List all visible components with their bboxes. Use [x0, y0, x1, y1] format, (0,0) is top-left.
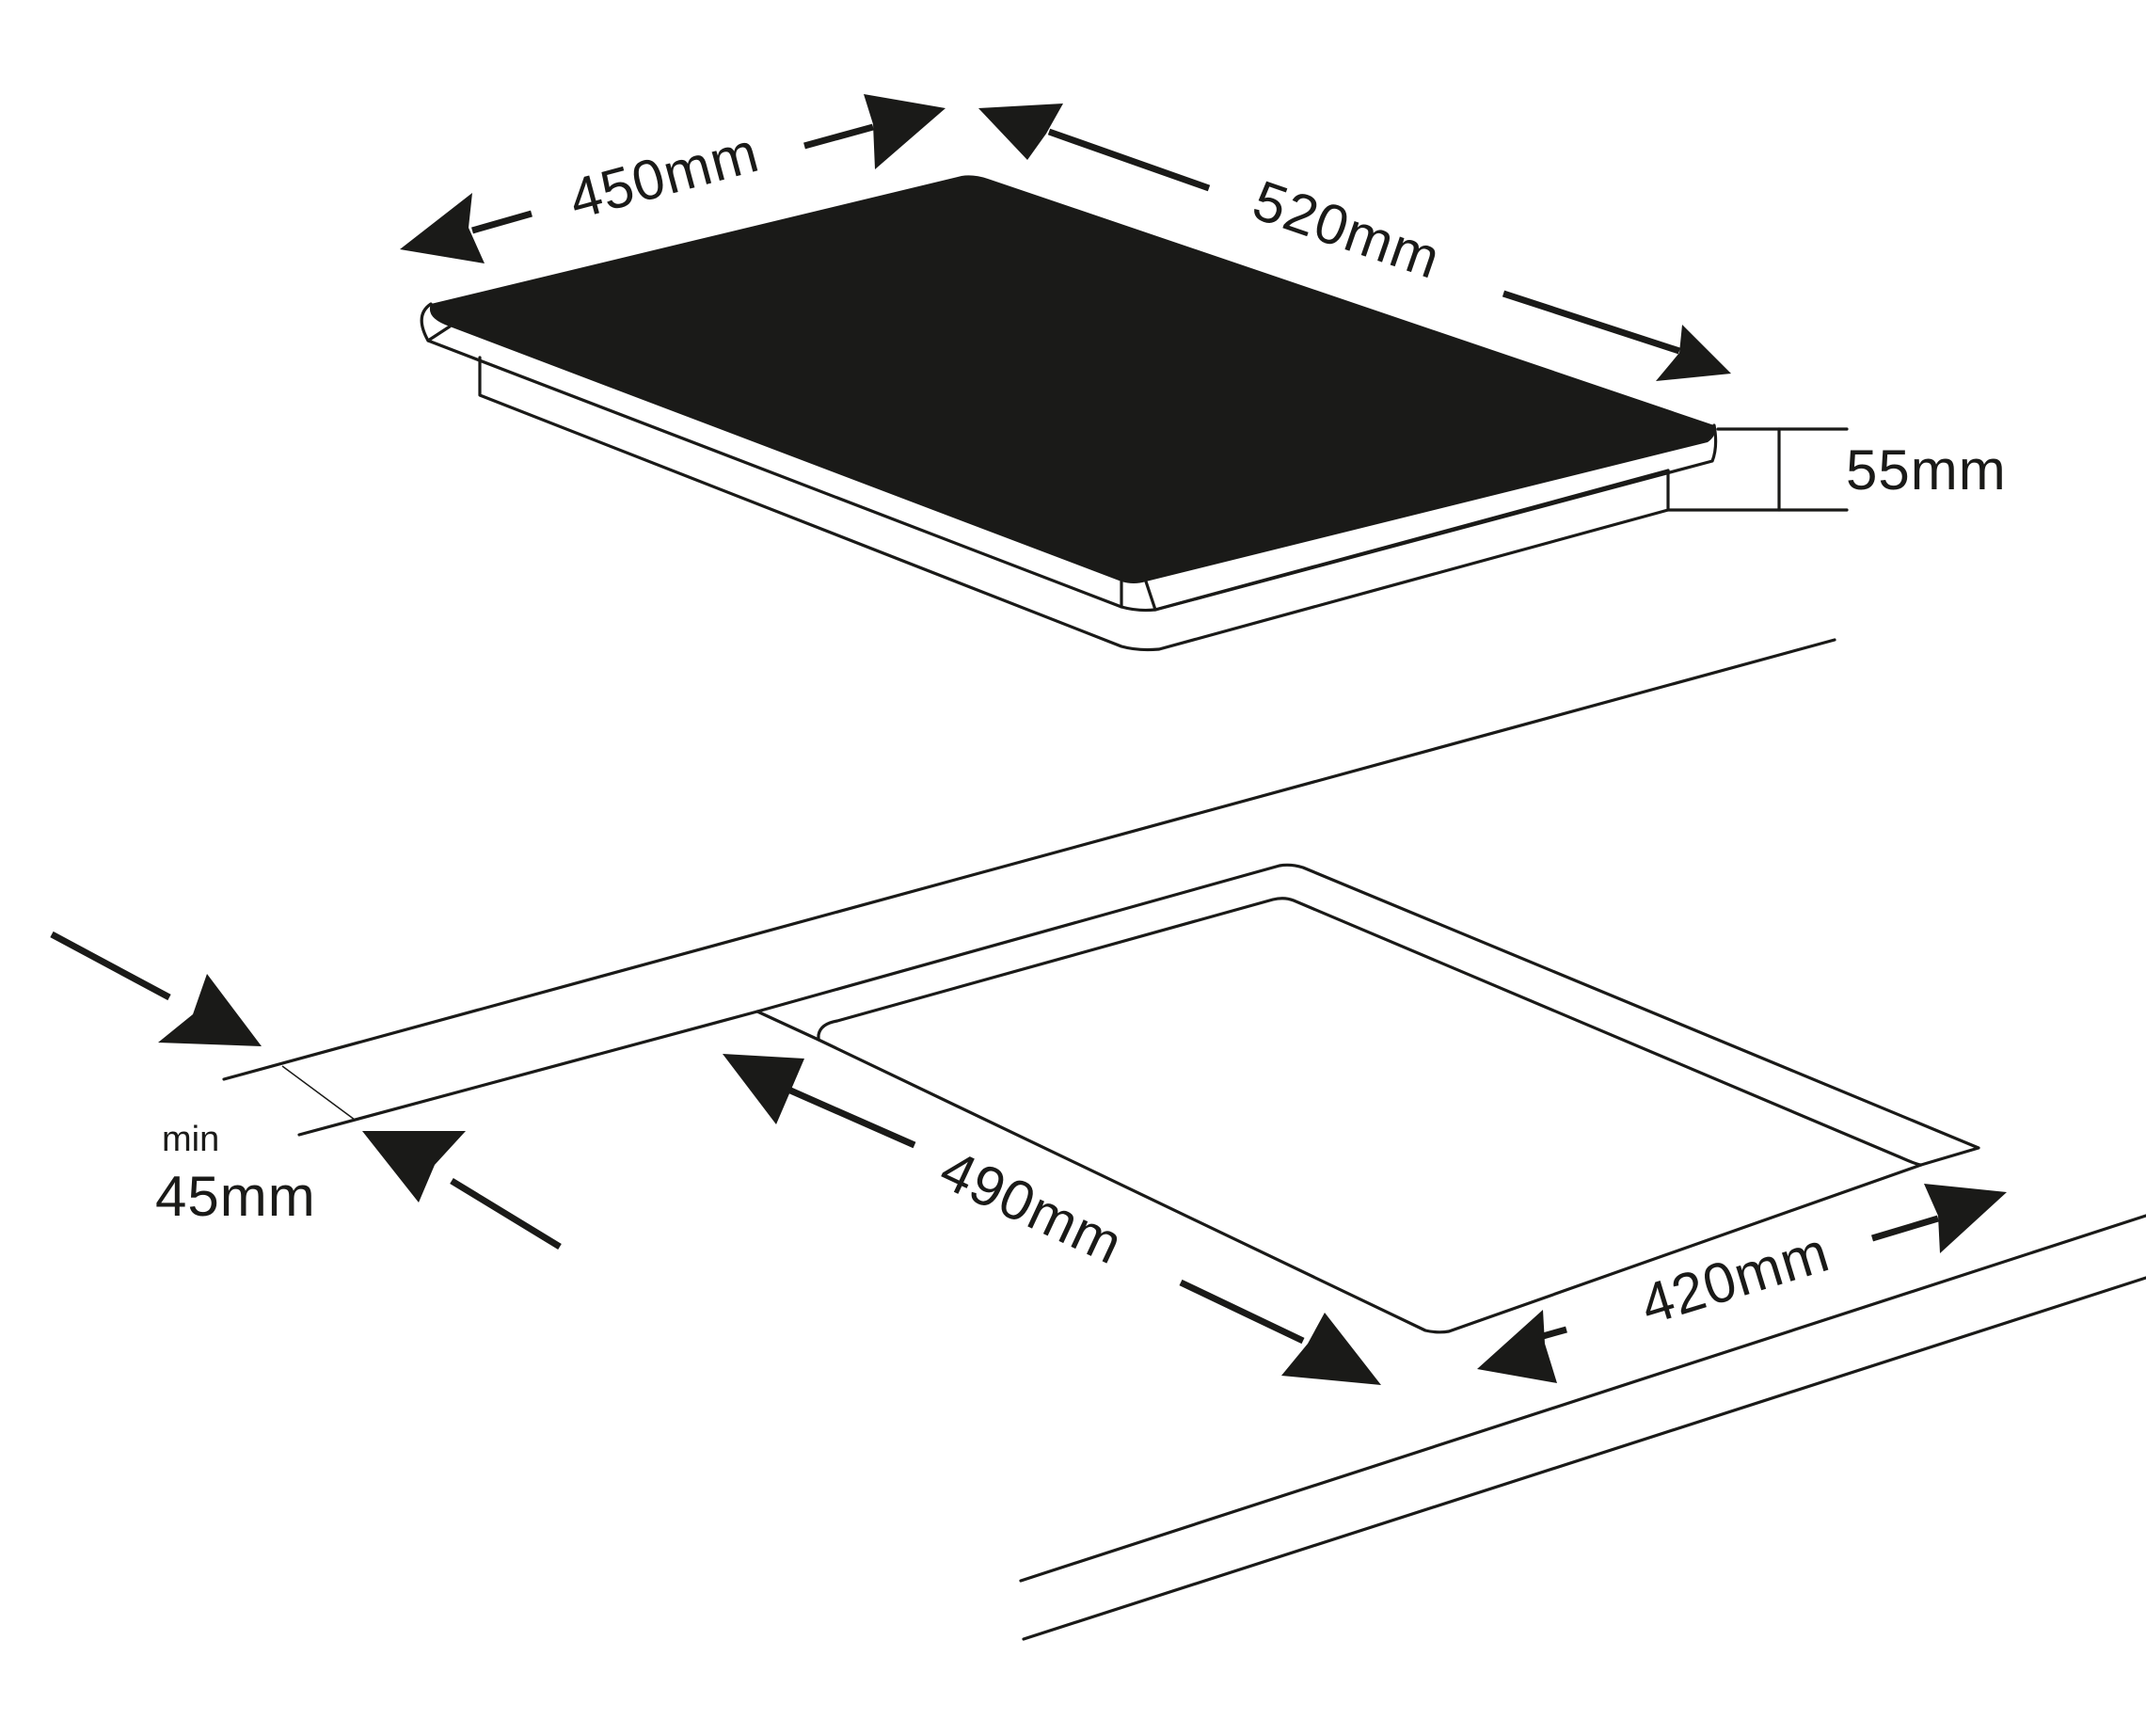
dimension-min-45mm: min 45mm [50, 931, 562, 1250]
arrow-420-shaft-right [1870, 1215, 1940, 1242]
hob-body-front-corner [1153, 469, 1670, 612]
arrow-490-head-top [723, 1054, 804, 1124]
arrow-420-head-left [1477, 1310, 1557, 1383]
arrow-45-head-bottom [362, 1131, 466, 1202]
label-45mm: 45mm [155, 1165, 316, 1228]
cutout-inner [817, 897, 1923, 1334]
arrow-520-head-bottom [1656, 325, 1731, 381]
label-min: min [162, 1120, 219, 1159]
hob-top-outline [420, 302, 1718, 613]
label-450mm: 450mm [563, 120, 765, 231]
arrow-520-shaft-bottom [1502, 290, 1681, 355]
worktop-thickness-hint [281, 1065, 356, 1121]
cutout-outer [755, 863, 1980, 1167]
dimension-420mm: 420mm [1477, 1184, 2007, 1383]
hob-glass-edge [426, 325, 1157, 612]
cutout-front-left-edge [755, 1010, 820, 1042]
worktop-back-edge [222, 638, 1836, 1081]
label-520mm: 520mm [1246, 168, 1449, 291]
hob [420, 175, 1718, 652]
label-490mm: 490mm [931, 1138, 1133, 1276]
dimension-490mm: 490mm [723, 1054, 1381, 1385]
arrow-520-shaft-top [1047, 128, 1211, 192]
arrow-490-head-bottom [1281, 1313, 1381, 1385]
hob-glass-top [429, 175, 1716, 583]
arrow-45-shaft-bottom [450, 1178, 562, 1250]
arrow-420-head-right [1924, 1184, 2007, 1253]
arrow-450-head-left [400, 193, 485, 263]
arrow-45-head-top [158, 974, 262, 1046]
worktop-front-edge-left [297, 1010, 759, 1137]
arrow-420-shaft-left [1542, 1326, 1567, 1340]
label-55mm: 55mm [1846, 438, 2007, 502]
arrow-450-shaft-right [803, 123, 874, 150]
worktop-front-edge-top [1019, 1214, 2146, 1583]
arrow-45-shaft-top [50, 931, 171, 1001]
arrow-450-shaft-left [471, 210, 533, 234]
label-420mm: 420mm [1633, 1219, 1836, 1336]
arrow-490-shaft-bottom [1179, 1279, 1305, 1345]
worktop-front-edge-bottom [1022, 1276, 2146, 1641]
hob-body [478, 356, 1670, 652]
arrow-520-head-top [978, 104, 1063, 160]
arrow-450-head-right [864, 94, 946, 169]
arrow-490-shaft-top [787, 1086, 916, 1149]
dimension-55mm: 55mm [1666, 427, 2007, 512]
worktop [222, 638, 2146, 1641]
